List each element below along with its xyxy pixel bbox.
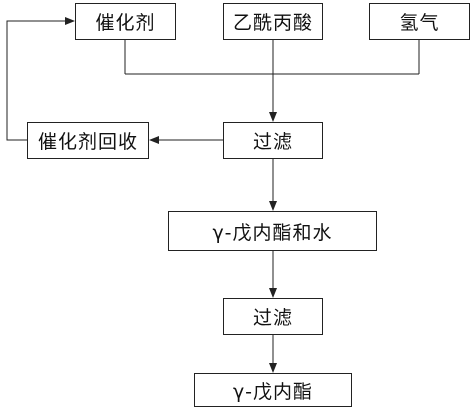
- node-catalyst: 催化剂: [75, 3, 176, 40]
- node-filtration-1: 过滤: [223, 122, 323, 159]
- node-hydrogen-label: 氢气: [399, 12, 440, 34]
- node-filtration-2: 过滤: [223, 298, 323, 335]
- node-gvl-product: γ-戊内酯: [194, 373, 352, 407]
- node-filtration-2-label: 过滤: [252, 307, 293, 329]
- node-gvl-water-mixture-label: γ-戊内酯和水: [212, 221, 333, 244]
- node-catalyst-recovery: 催化剂回收: [27, 122, 149, 159]
- node-levulinic-acid-label: 乙酰丙酸: [232, 12, 313, 34]
- node-hydrogen: 氢气: [369, 3, 470, 40]
- node-filtration-1-label: 过滤: [252, 131, 293, 153]
- edge-recovery-to-catalyst: [6, 17, 75, 141]
- node-gvl-product-label: γ-戊内酯: [232, 380, 314, 403]
- node-gvl-water-mixture: γ-戊内酯和水: [168, 211, 377, 251]
- node-catalyst-label: 催化剂: [95, 12, 156, 34]
- node-levulinic-acid: 乙酰丙酸: [223, 3, 323, 40]
- node-catalyst-recovery-label: 催化剂回收: [37, 131, 138, 153]
